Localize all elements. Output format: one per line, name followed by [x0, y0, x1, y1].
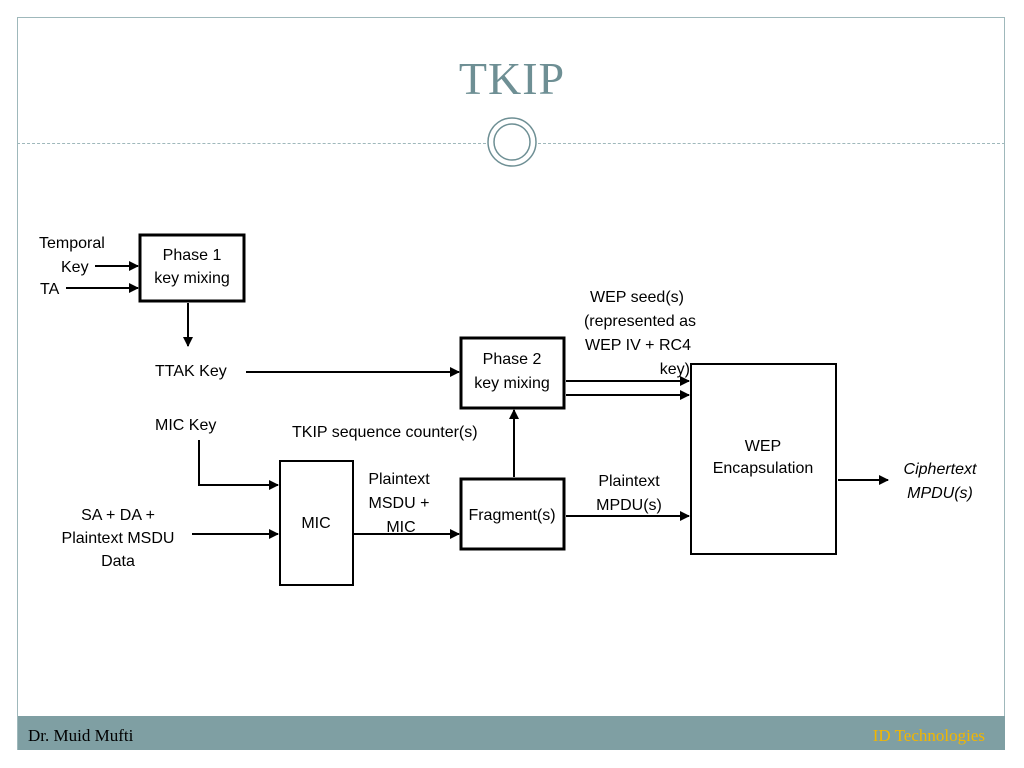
- wep-seed-label-3: WEP IV + RC4: [585, 337, 691, 354]
- title-divider-right: [538, 143, 1005, 144]
- title-divider-left: [17, 143, 486, 144]
- footer-author: Dr. Muid Mufti: [28, 726, 134, 745]
- temporal-key-label-1: Temporal: [39, 235, 105, 252]
- plaintext-msdu-label-2: MSDU +: [369, 495, 430, 512]
- sa-da-label-1: SA + DA +: [81, 507, 155, 524]
- mic-label: MIC: [301, 515, 330, 532]
- phase2-label-2: key mixing: [474, 375, 550, 392]
- sa-da-label-2: Plaintext MSDU: [62, 530, 175, 547]
- plaintext-msdu-label-3: MIC: [386, 519, 415, 536]
- sa-da-label-3: Data: [101, 553, 135, 570]
- circle-ornament-icon: [487, 117, 537, 167]
- mic-key-arrow: [198, 440, 279, 490]
- ciphertext-label-2: MPDU(s): [907, 485, 973, 502]
- phase1-label-1: Phase 1: [163, 247, 222, 264]
- wep-seed-label-2: (represented as: [584, 313, 696, 330]
- wep-block: [690, 363, 837, 555]
- temporal-key-label-2: Key: [61, 259, 89, 276]
- plaintext-mpdu-label-1: Plaintext: [598, 473, 660, 490]
- slide-title: TKIP: [458, 53, 566, 104]
- ciphertext-label-1: Ciphertext: [904, 461, 977, 478]
- phase1-label-2: key mixing: [154, 270, 230, 287]
- ttak-key-label: TTAK Key: [155, 363, 227, 380]
- fragment-block: [459, 477, 566, 551]
- wep-seed-label-1: WEP seed(s): [590, 289, 684, 306]
- footer-bar: Dr. Muid Mufti ID Technologies: [18, 716, 1005, 750]
- tkip-counter-label: TKIP sequence counter(s): [292, 424, 478, 441]
- wep-label-1: WEP: [745, 438, 781, 455]
- fragment-label: Fragment(s): [468, 507, 555, 524]
- wep-label-2: Encapsulation: [713, 460, 814, 477]
- plaintext-mpdu-label-2: MPDU(s): [596, 497, 662, 514]
- mic-block: [279, 460, 354, 586]
- footer-organization: ID Technologies: [872, 726, 985, 745]
- phase2-block: [459, 336, 566, 410]
- phase2-label-1: Phase 2: [483, 351, 542, 368]
- ta-label: TA: [40, 281, 60, 298]
- mic-key-label: MIC Key: [155, 417, 216, 434]
- wep-seed-label-4: key): [660, 361, 690, 378]
- phase1-block: [138, 233, 246, 303]
- plaintext-msdu-label-1: Plaintext: [368, 471, 430, 488]
